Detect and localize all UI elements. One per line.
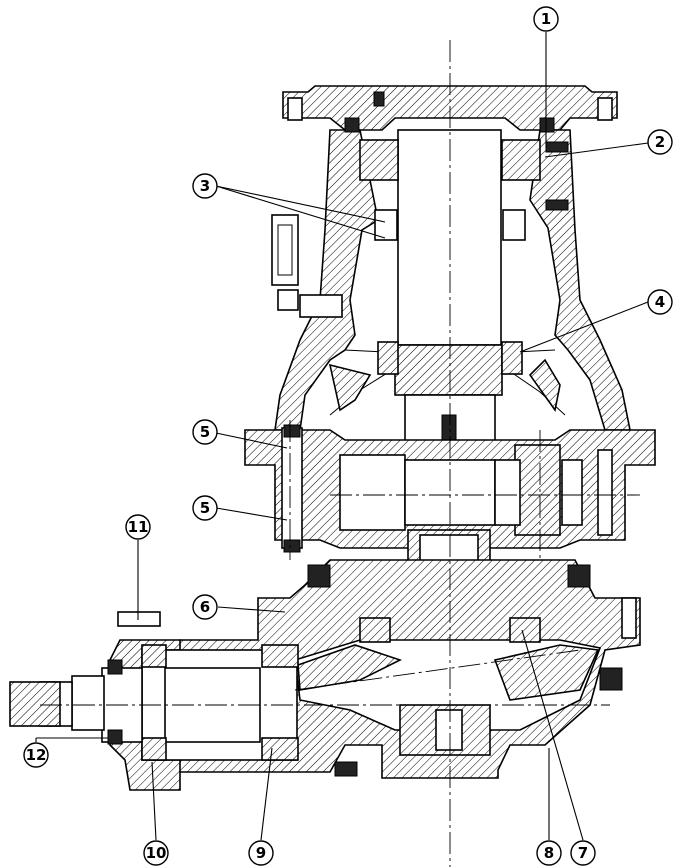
callout-label: 9: [256, 844, 266, 862]
upper-bearings: [344, 91, 569, 375]
callout-label: 3: [200, 177, 210, 195]
callout-5-lower: 5: [192, 495, 218, 521]
callout-label: 10: [146, 844, 167, 862]
callout-1: 1: [533, 6, 559, 32]
callout-5-upper: 5: [192, 419, 218, 445]
callout-2: 2: [647, 129, 673, 155]
callout-label: 2: [655, 133, 665, 151]
leader-lines: [35, 32, 649, 841]
callout-label: 4: [655, 293, 665, 311]
callout-label: 11: [128, 518, 149, 536]
callout-12: 12: [23, 742, 49, 768]
oil-sight-gauge: [271, 214, 343, 318]
callout-label: 12: [26, 746, 47, 764]
callout-label: 8: [544, 844, 554, 862]
callout-8: 8: [536, 840, 562, 866]
callout-label: 7: [578, 844, 588, 862]
center-lines: [40, 40, 640, 867]
callout-label: 5: [200, 499, 210, 517]
callout-4: 4: [647, 289, 673, 315]
main-shaft: [394, 129, 503, 461]
callout-7: 7: [570, 840, 596, 866]
callout-label: 5: [200, 423, 210, 441]
callout-11: 11: [125, 514, 151, 540]
callout-10: 10: [143, 840, 169, 866]
callout-label: 1: [541, 10, 551, 28]
callout-3: 3: [192, 173, 218, 199]
callout-label: 6: [200, 598, 210, 616]
callout-9: 9: [248, 840, 274, 866]
callout-6: 6: [192, 594, 218, 620]
